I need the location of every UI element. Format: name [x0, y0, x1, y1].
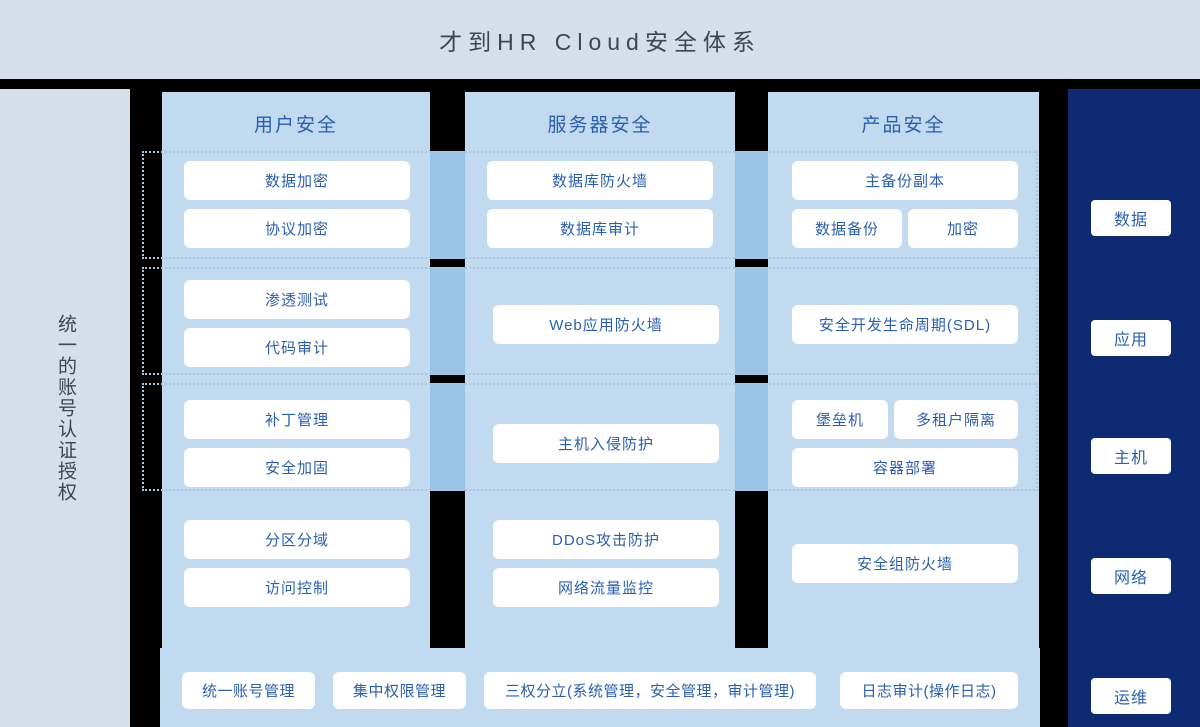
layer-chip[interactable]: 数据 — [1091, 200, 1171, 236]
column-title: 服务器安全 — [547, 114, 653, 136]
column-title: 用户安全 — [253, 114, 338, 136]
column-connector — [735, 383, 768, 491]
column-connector — [430, 267, 465, 375]
security-column-1: 用户安全数据加密协议加密渗透测试代码审计补丁管理安全加固分区分域访问控制 — [162, 92, 430, 720]
capability-chip[interactable]: 容器部署 — [792, 448, 1018, 487]
layer-chip[interactable]: 网络 — [1091, 558, 1171, 594]
capability-chip[interactable]: DDoS攻击防护 — [493, 520, 719, 559]
governance-chip[interactable]: 三权分立(系统管理，安全管理，审计管理) — [484, 672, 816, 709]
architecture-board: 用户安全数据加密协议加密渗透测试代码审计补丁管理安全加固分区分域访问控制服务器安… — [130, 89, 1068, 727]
capability-chip[interactable]: 数据库防火墙 — [487, 161, 713, 200]
page-title: 才到HR Cloud安全体系 — [439, 28, 761, 55]
capability-chip[interactable]: 分区分域 — [184, 520, 410, 559]
capability-chip[interactable]: 数据库审计 — [487, 209, 713, 248]
capability-chip[interactable]: 主备份副本 — [792, 161, 1018, 200]
capability-chip[interactable]: 数据加密 — [184, 161, 410, 200]
column-title: 产品安全 — [861, 114, 946, 136]
bottom-governance-bar: 统一账号管理集中权限管理三权分立(系统管理，安全管理，审计管理) 日志审计(操作日… — [160, 648, 1040, 727]
capability-chip[interactable]: 数据备份 — [792, 209, 902, 248]
column-connector — [735, 267, 768, 375]
capability-chip[interactable]: 堡垒机 — [792, 400, 888, 439]
column-connector — [430, 151, 465, 259]
security-column-2: 服务器安全数据库防火墙数据库审计 Web应用防火墙主机入侵防护 DDoS攻击防护网络… — [465, 92, 735, 720]
column-connector — [430, 383, 465, 491]
governance-chip[interactable]: 集中权限管理 — [333, 672, 466, 709]
security-column-3: 产品安全主备份副本数据备份加密安全开发生命周期(SDL) 堡垒机多租户隔离容器部署… — [768, 92, 1039, 720]
capability-chip[interactable]: 代码审计 — [184, 328, 410, 367]
right-rail-layers: 数据应用主机网络运维 — [1068, 89, 1200, 727]
capability-chip[interactable]: 安全开发生命周期(SDL) — [792, 305, 1018, 344]
capability-chip[interactable]: 补丁管理 — [184, 400, 410, 439]
capability-chip[interactable]: 安全组防火墙 — [792, 544, 1018, 583]
capability-chip[interactable]: 安全加固 — [184, 448, 410, 487]
capability-chip[interactable]: 网络流量监控 — [493, 568, 719, 607]
capability-chip[interactable]: Web应用防火墙 — [493, 305, 719, 344]
capability-chip[interactable]: 渗透测试 — [184, 280, 410, 319]
layer-chip[interactable]: 主机 — [1091, 438, 1171, 474]
governance-chip[interactable]: 日志审计(操作日志) — [840, 672, 1018, 709]
layer-chip[interactable]: 应用 — [1091, 320, 1171, 356]
capability-chip[interactable]: 主机入侵防护 — [493, 424, 719, 463]
left-rail-unified-auth: 统一的账号认证授权 — [0, 89, 130, 727]
capability-chip[interactable]: 加密 — [908, 209, 1018, 248]
column-connector — [735, 151, 768, 259]
layer-chip[interactable]: 运维 — [1091, 678, 1171, 714]
governance-chip[interactable]: 统一账号管理 — [182, 672, 315, 709]
page-header: 才到HR Cloud安全体系 — [0, 0, 1200, 79]
left-rail-label: 统一的账号认证授权 — [55, 313, 76, 503]
capability-chip[interactable]: 访问控制 — [184, 568, 410, 607]
capability-chip[interactable]: 多租户隔离 — [894, 400, 1018, 439]
capability-chip[interactable]: 协议加密 — [184, 209, 410, 248]
